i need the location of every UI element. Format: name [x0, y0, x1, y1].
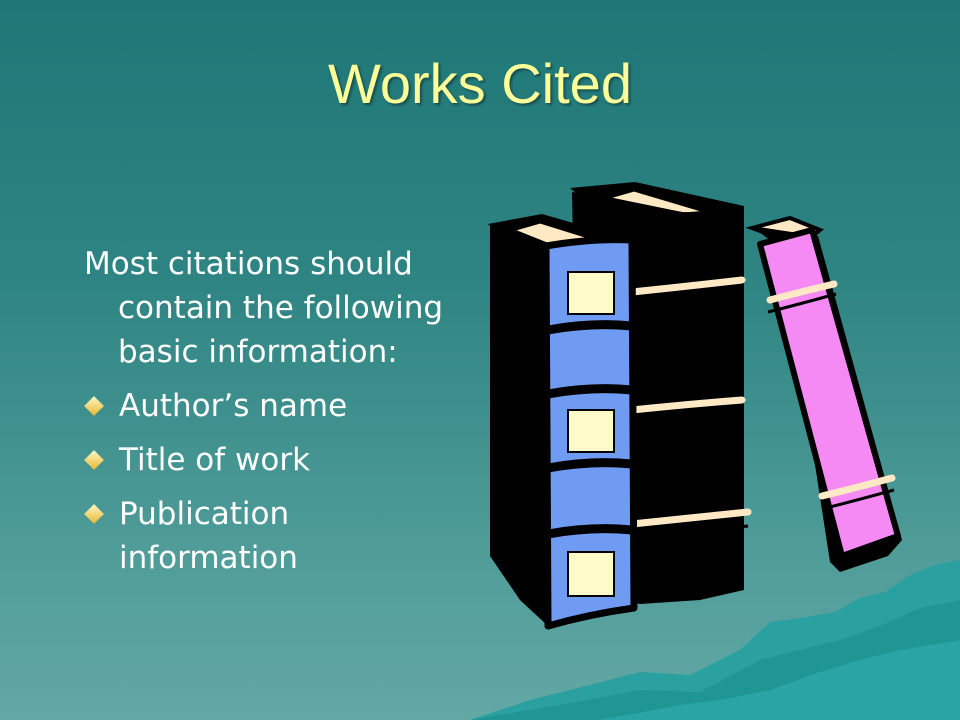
bullet-item-author: Author’s name [84, 384, 474, 428]
pink-book [745, 215, 902, 572]
bullet-text: Title of work [119, 442, 311, 478]
intro-text: Most citations should contain the follow… [84, 246, 444, 370]
slide-title: Works Cited [328, 52, 632, 115]
blue-book [488, 214, 638, 630]
bullet-text: Author’s name [119, 388, 348, 424]
bullet-item-publication: Publication information [84, 492, 474, 580]
diamond-bullet-icon [84, 504, 104, 524]
slide-body: Most citations should contain the follow… [84, 242, 474, 590]
diamond-bullet-icon [84, 450, 104, 470]
bullet-list: Author’s name Title of work Publication … [84, 384, 474, 580]
books-clipart-icon [488, 182, 902, 630]
bullet-text: Publication information [119, 496, 298, 576]
diamond-bullet-icon [84, 396, 104, 416]
bullet-item-title: Title of work [84, 438, 474, 482]
